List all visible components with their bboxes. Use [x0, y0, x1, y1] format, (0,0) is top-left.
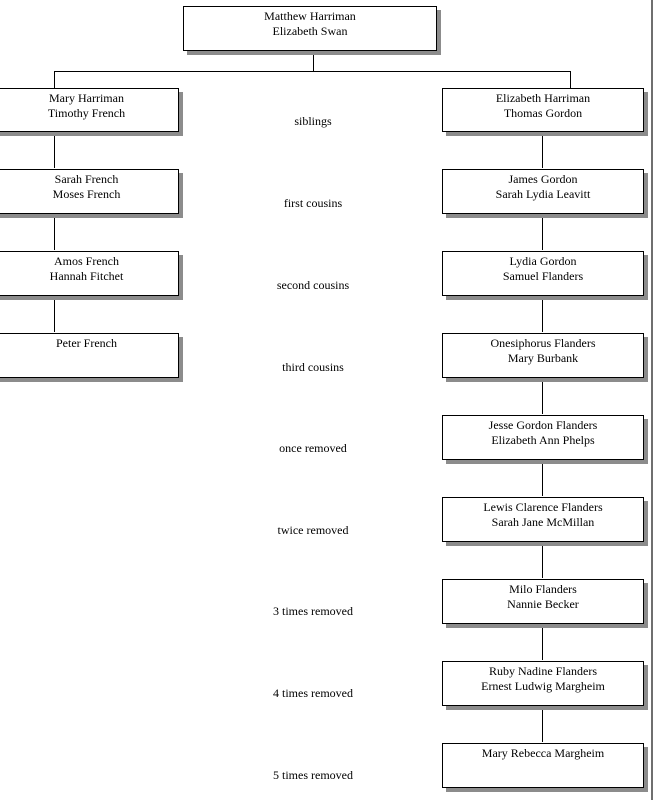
- right-couple-box: Lewis Clarence Flanders Sarah Jane McMil…: [442, 497, 644, 542]
- right-person-1: Ruby Nadine Flanders: [489, 664, 597, 678]
- right-couple-box: Milo Flanders Nannie Becker: [442, 579, 644, 624]
- relationship-label: once removed: [279, 441, 347, 455]
- left-person-1: Mary Harriman: [49, 91, 124, 105]
- right-couple-box: Lydia Gordon Samuel Flanders: [442, 251, 644, 296]
- left-couple-box: Mary Harriman Timothy French: [0, 88, 179, 132]
- left-person-2: Timothy French: [47, 106, 126, 120]
- root-couple-box: Matthew Harriman Elizabeth Swan: [183, 6, 437, 51]
- right-generation-connector: [542, 213, 543, 250]
- left-person-1: Sarah French: [54, 172, 119, 186]
- right-person-1: Elizabeth Harriman: [495, 91, 591, 105]
- right-person-2: Sarah Jane McMillan: [491, 515, 595, 529]
- right-generation-connector: [542, 131, 543, 168]
- relationship-label: first cousins: [283, 196, 343, 210]
- right-person-2: Nannie Becker: [507, 597, 579, 611]
- relationship-label: siblings: [294, 114, 332, 128]
- right-couple-box: Mary Rebecca Margheim: [442, 743, 644, 788]
- right-person-1: Lydia Gordon: [509, 254, 577, 268]
- right-generation-connector: [542, 623, 543, 660]
- right-couple-box: Ruby Nadine Flanders Ernest Ludwig Margh…: [442, 661, 644, 706]
- left-branch-drop-connector: [54, 71, 55, 88]
- relationship-label: twice removed: [277, 523, 349, 537]
- right-person-2: Elizabeth Ann Phelps: [491, 433, 595, 447]
- relationship-label: 5 times removed: [273, 768, 353, 782]
- right-generation-connector: [542, 377, 543, 414]
- right-person-1: Mary Rebecca Margheim: [481, 746, 605, 760]
- right-person-1: Onesiphorus Flanders: [490, 336, 596, 350]
- right-person-1: Jesse Gordon Flanders: [488, 418, 598, 432]
- root-down-connector: [313, 50, 314, 71]
- right-generation-connector: [542, 541, 543, 578]
- relationship-label: 4 times removed: [273, 686, 353, 700]
- root-person-2: Elizabeth Swan: [272, 24, 348, 38]
- right-couple-box: Onesiphorus Flanders Mary Burbank: [442, 333, 644, 378]
- right-edge-border: [651, 0, 653, 800]
- branch-horizontal-connector: [54, 71, 570, 72]
- right-branch-drop-connector: [570, 71, 571, 88]
- left-couple-box: Sarah French Moses French: [0, 169, 179, 214]
- left-couple-box: Amos French Hannah Fitchet: [0, 251, 179, 296]
- root-person-1: Matthew Harriman: [264, 9, 356, 23]
- left-generation-connector: [54, 213, 55, 250]
- left-generation-connector: [54, 131, 55, 168]
- relationship-label: third cousins: [282, 360, 344, 374]
- left-person-2: Moses French: [52, 187, 121, 201]
- left-couple-box: Peter French: [0, 333, 179, 378]
- left-person-2: Hannah Fitchet: [49, 269, 124, 283]
- left-person-1: Peter French: [56, 336, 117, 350]
- right-person-2: Mary Burbank: [507, 351, 579, 365]
- right-person-2: Thomas Gordon: [503, 106, 583, 120]
- right-person-2: Sarah Lydia Leavitt: [495, 187, 591, 201]
- right-couple-box: Elizabeth Harriman Thomas Gordon: [442, 88, 644, 132]
- right-person-1: Milo Flanders: [509, 582, 577, 596]
- right-generation-connector: [542, 295, 543, 332]
- left-generation-connector: [54, 295, 55, 332]
- right-couple-box: James Gordon Sarah Lydia Leavitt: [442, 169, 644, 214]
- right-person-1: Lewis Clarence Flanders: [483, 500, 603, 514]
- relationship-label: second cousins: [276, 278, 350, 292]
- right-person-2: Samuel Flanders: [502, 269, 584, 283]
- right-generation-connector: [542, 459, 543, 496]
- right-person-2: Ernest Ludwig Margheim: [481, 679, 605, 693]
- right-generation-connector: [542, 705, 543, 742]
- right-couple-box: Jesse Gordon Flanders Elizabeth Ann Phel…: [442, 415, 644, 460]
- right-person-1: James Gordon: [508, 172, 578, 186]
- left-person-1: Amos French: [54, 254, 119, 268]
- relationship-label: 3 times removed: [273, 604, 353, 618]
